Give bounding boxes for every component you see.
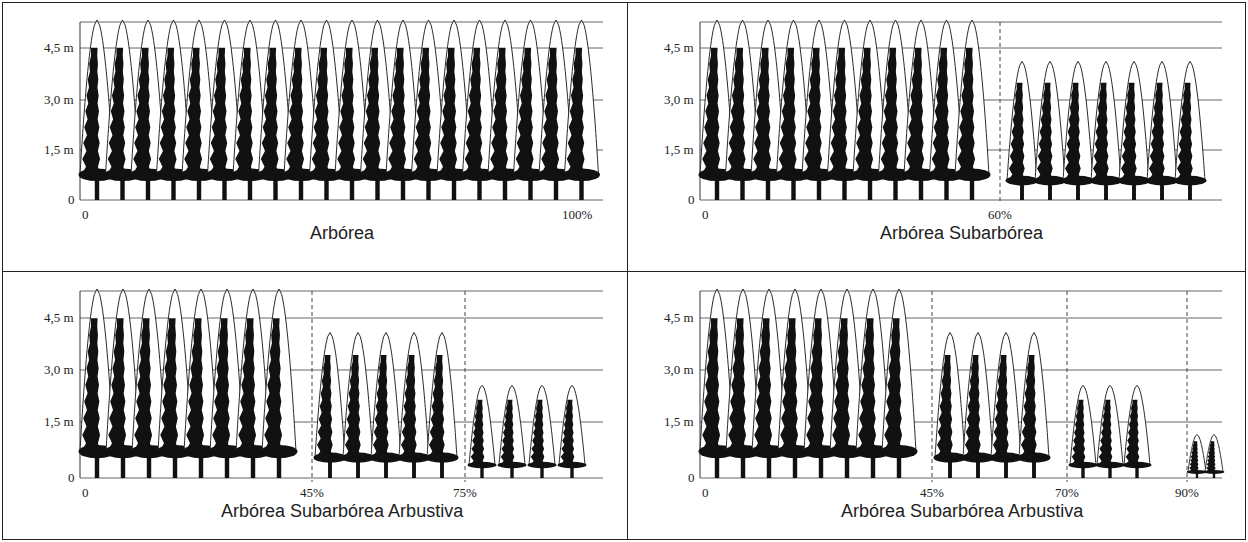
- axis-height-label: 4,5 m: [664, 41, 694, 55]
- divider-line: [465, 291, 466, 482]
- tree: [1123, 385, 1152, 478]
- axis-percent-label: 0: [82, 208, 89, 222]
- axis-height-label: 100%: [562, 208, 592, 222]
- divider-line: [932, 291, 933, 482]
- divider-line: [312, 291, 313, 482]
- axis-percent-label: 75%: [453, 486, 477, 500]
- chart-panel: Arbórea: [2, 2, 628, 272]
- axis-height-label: 0: [68, 471, 75, 485]
- tree: [1090, 61, 1123, 200]
- axis-height-label: 1,5 m: [664, 143, 694, 157]
- axis-height-label: 4,5 m: [664, 311, 694, 325]
- tree: [398, 332, 431, 478]
- tree-chart: [79, 289, 604, 482]
- tree: [342, 332, 375, 478]
- tree: [261, 289, 298, 478]
- tree: [1174, 61, 1207, 200]
- grid-line: [700, 291, 1222, 292]
- tree-chart: [699, 20, 1223, 204]
- axis-height-label: 0: [688, 471, 695, 485]
- tree-chart: [79, 20, 604, 200]
- axis-percent-label: 90%: [1175, 486, 1199, 500]
- tree: [934, 332, 967, 478]
- tree: [1118, 61, 1151, 200]
- axis-percent-label: 0: [82, 486, 89, 500]
- grid-line: [700, 200, 1222, 201]
- axis-percent-label: 0: [702, 486, 709, 500]
- tree-chart: [699, 289, 1225, 482]
- tree: [1096, 385, 1125, 478]
- axis-percent-label: 70%: [1055, 486, 1079, 500]
- panel-caption: Arbórea: [310, 224, 374, 244]
- tree: [1018, 332, 1051, 478]
- tree: [1034, 61, 1067, 200]
- tree: [1069, 385, 1098, 478]
- panel-caption: Arbórea Subarbórea Arbustiva: [221, 502, 463, 522]
- axis-height-label: 0: [68, 193, 75, 207]
- axis-percent-label: 45%: [300, 486, 324, 500]
- axis-height-label: 3,0 m: [44, 93, 74, 107]
- axis-height-label: 3,0 m: [664, 93, 694, 107]
- divider-line: [1067, 291, 1068, 482]
- divider-line: [1000, 22, 1001, 204]
- tree: [881, 289, 918, 478]
- tree: [498, 385, 527, 478]
- axis-percent-label: 45%: [920, 486, 944, 500]
- grid-line: [80, 22, 603, 23]
- grid-line: [80, 478, 603, 479]
- axis-percent-label: 60%: [988, 208, 1012, 222]
- tree: [1146, 61, 1179, 200]
- divider-line: [1187, 291, 1188, 482]
- tree: [370, 332, 403, 478]
- grid-line: [700, 48, 1222, 49]
- axis-height-label: 1,5 m: [44, 415, 74, 429]
- grid-line: [700, 478, 1222, 479]
- tree: [558, 385, 587, 478]
- axis-height-label: 3,0 m: [664, 363, 694, 377]
- grid-line: [700, 22, 1222, 23]
- axis-height-label: 3,0 m: [44, 363, 74, 377]
- tree: [1204, 435, 1225, 478]
- axis-height-label: 4,5 m: [44, 41, 74, 55]
- axis-height-label: 1,5 m: [44, 143, 74, 157]
- tree: [528, 385, 557, 478]
- axis-height-label: 4,5 m: [44, 311, 74, 325]
- tree: [954, 20, 991, 200]
- grid-line: [80, 200, 603, 201]
- tree: [962, 332, 995, 478]
- grid-line: [80, 291, 603, 292]
- chart-panel: Arbórea Subarbórea: [627, 2, 1246, 272]
- tree: [468, 385, 497, 478]
- panel-caption: Arbórea Subarbórea: [880, 224, 1043, 244]
- tree: [1006, 61, 1039, 200]
- grid-line: [80, 318, 603, 319]
- axis-height-label: 1,5 m: [664, 415, 694, 429]
- tree: [426, 332, 459, 478]
- tree: [1062, 61, 1095, 200]
- tree: [314, 332, 347, 478]
- tree: [990, 332, 1023, 478]
- panel-caption: Arbórea Subarbórea Arbustiva: [841, 502, 1083, 522]
- axis-height-label: 0: [688, 193, 695, 207]
- grid-line: [700, 318, 1222, 319]
- tree: [563, 20, 600, 200]
- axis-percent-label: 0: [702, 208, 709, 222]
